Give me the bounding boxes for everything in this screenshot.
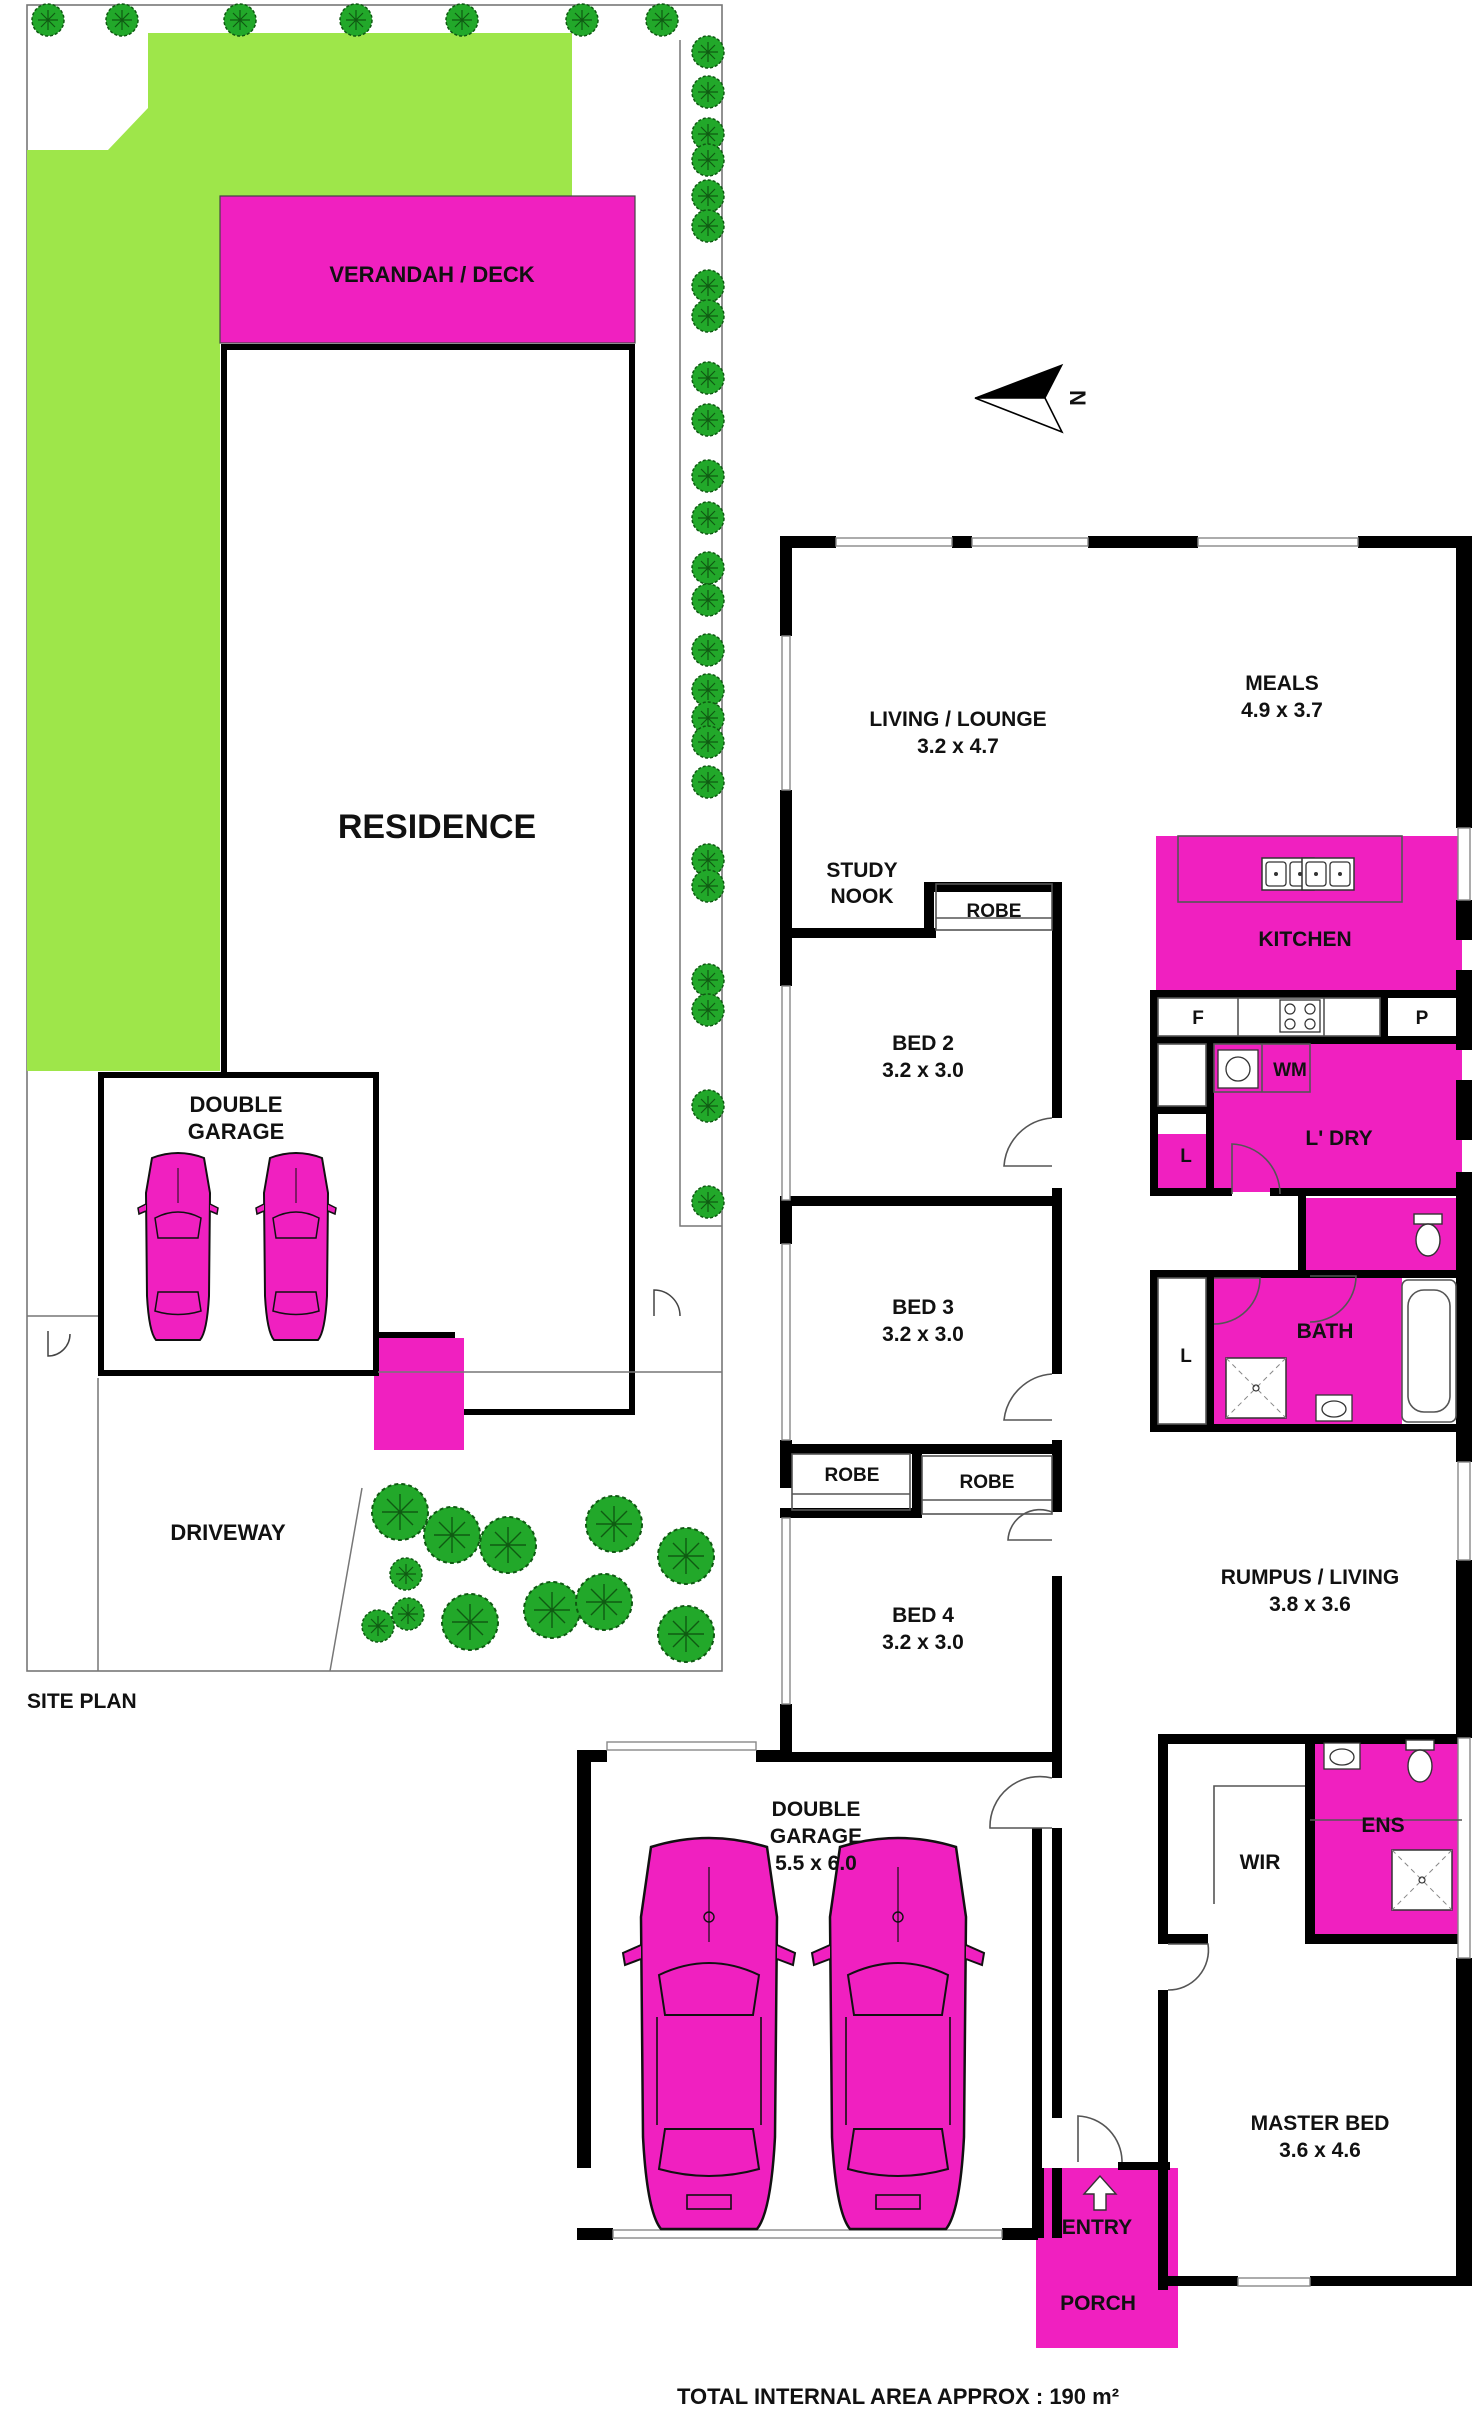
site-garage bbox=[98, 1072, 379, 1376]
room-name: BED 2 bbox=[892, 1032, 954, 1055]
room-name: F bbox=[1192, 1008, 1204, 1029]
door-swing-icon bbox=[1007, 1508, 1053, 1541]
room-size: 3.6 x 4.6 bbox=[1279, 2139, 1361, 2162]
room-name: BED 3 bbox=[892, 1296, 954, 1319]
doors bbox=[989, 1117, 1357, 2163]
toilet-icon bbox=[1413, 1213, 1443, 1257]
door-swing-icon bbox=[1077, 2115, 1123, 2163]
gate-icon bbox=[653, 1289, 681, 1317]
door-swing-icon bbox=[1003, 1117, 1053, 1167]
room-name: GARAGE bbox=[770, 1825, 862, 1848]
driveway-label: DRIVEWAY bbox=[170, 1520, 286, 1545]
shower-icon bbox=[1225, 1357, 1287, 1419]
door-swing-icon bbox=[1167, 1943, 1210, 1991]
room-size: 3.2 x 3.0 bbox=[882, 1059, 964, 1082]
room-name: ROBE bbox=[825, 1465, 880, 1486]
basin-icon bbox=[1323, 1742, 1361, 1770]
room-name: STUDY bbox=[826, 859, 897, 882]
site-plan: VERANDAH / DECK RESIDENCE DOUBLE GARAGE … bbox=[26, 3, 725, 1713]
room-name: BED 4 bbox=[892, 1604, 954, 1627]
verandah-label: VERANDAH / DECK bbox=[329, 262, 534, 287]
walls bbox=[577, 536, 1472, 2290]
fixture-icons bbox=[621, 857, 1453, 2231]
tree-row-top bbox=[31, 3, 679, 37]
compass-north-label: N bbox=[1065, 390, 1090, 406]
verandah bbox=[219, 195, 636, 344]
garage-car-icon bbox=[810, 1836, 986, 2231]
room-size: 3.2 x 3.0 bbox=[882, 1631, 964, 1654]
lawn bbox=[27, 33, 572, 1071]
door-swing-icon bbox=[1309, 1275, 1357, 1323]
room-size: 4.9 x 3.7 bbox=[1241, 699, 1323, 722]
room-name: DOUBLE bbox=[772, 1798, 861, 1821]
toilet-icon bbox=[1405, 1739, 1435, 1783]
residence-label: RESIDENCE bbox=[338, 808, 536, 846]
total-area-label: TOTAL INTERNAL AREA APPROX : 190 m² bbox=[677, 2384, 1119, 2409]
room-name: NOOK bbox=[831, 885, 894, 908]
site-porch bbox=[374, 1338, 464, 1450]
room-name: L bbox=[1180, 1346, 1192, 1367]
site-plan-label: SITE PLAN bbox=[27, 1690, 137, 1713]
basin-icon bbox=[1315, 1394, 1353, 1422]
room-name: MASTER BED bbox=[1251, 2112, 1390, 2135]
door-swing-icon bbox=[989, 1775, 1053, 1829]
room-size: 5.5 x 6.0 bbox=[775, 1852, 857, 1875]
room-size: 3.2 x 3.0 bbox=[882, 1323, 964, 1346]
gate-icon bbox=[47, 1331, 71, 1357]
room-name: PORCH bbox=[1060, 2292, 1136, 2315]
door-swing-icon bbox=[1003, 1373, 1053, 1421]
room-name: ROBE bbox=[960, 1472, 1015, 1493]
room-size: 3.8 x 3.6 bbox=[1269, 1593, 1351, 1616]
entry-arrow-icon bbox=[1082, 2174, 1118, 2211]
kitchen-sink-icon bbox=[1301, 857, 1355, 891]
garden-trees bbox=[361, 1483, 715, 1663]
laundry-tub-icon bbox=[1217, 1049, 1259, 1089]
room-name: WM bbox=[1273, 1060, 1307, 1081]
door-swing-icon bbox=[1231, 1143, 1281, 1195]
site-garage-label: DOUBLE bbox=[190, 1092, 283, 1117]
shower-icon bbox=[1391, 1849, 1453, 1911]
site-car-icon bbox=[255, 1152, 337, 1341]
room-name: RUMPUS / LIVING bbox=[1221, 1566, 1400, 1589]
door-swing-icon bbox=[1213, 1277, 1261, 1325]
room-name: WIR bbox=[1240, 1851, 1281, 1874]
site-garage-label: GARAGE bbox=[188, 1119, 285, 1144]
driveway-edges bbox=[27, 1315, 722, 1672]
room-size: 3.2 x 4.7 bbox=[917, 735, 999, 758]
compass: N bbox=[974, 363, 1090, 434]
fixtures-lines bbox=[791, 835, 1462, 1904]
room-name: ENTRY bbox=[1062, 2216, 1132, 2239]
windows bbox=[606, 537, 1471, 2287]
room-name: P bbox=[1416, 1008, 1429, 1029]
room-name: L bbox=[1180, 1146, 1192, 1167]
site-car-icon bbox=[137, 1152, 219, 1341]
cooktop-icon bbox=[1279, 999, 1321, 1033]
room-name: L' DRY bbox=[1305, 1127, 1372, 1150]
room-labels: LIVING / LOUNGE 3.2 x 4.7 MEALS 4.9 x 3.… bbox=[770, 672, 1429, 2315]
side-strip bbox=[679, 40, 722, 1227]
garage-car-icon bbox=[621, 1836, 797, 2231]
room-name: LIVING / LOUNGE bbox=[869, 708, 1046, 731]
room-name: MEALS bbox=[1245, 672, 1319, 695]
room-name: KITCHEN bbox=[1258, 928, 1351, 951]
tree-row-side bbox=[691, 35, 725, 1219]
room-name: ENS bbox=[1361, 1814, 1404, 1837]
room-name: ROBE bbox=[967, 901, 1022, 922]
laundry-linen-area bbox=[1158, 1134, 1214, 1192]
room-name: BATH bbox=[1297, 1320, 1354, 1343]
